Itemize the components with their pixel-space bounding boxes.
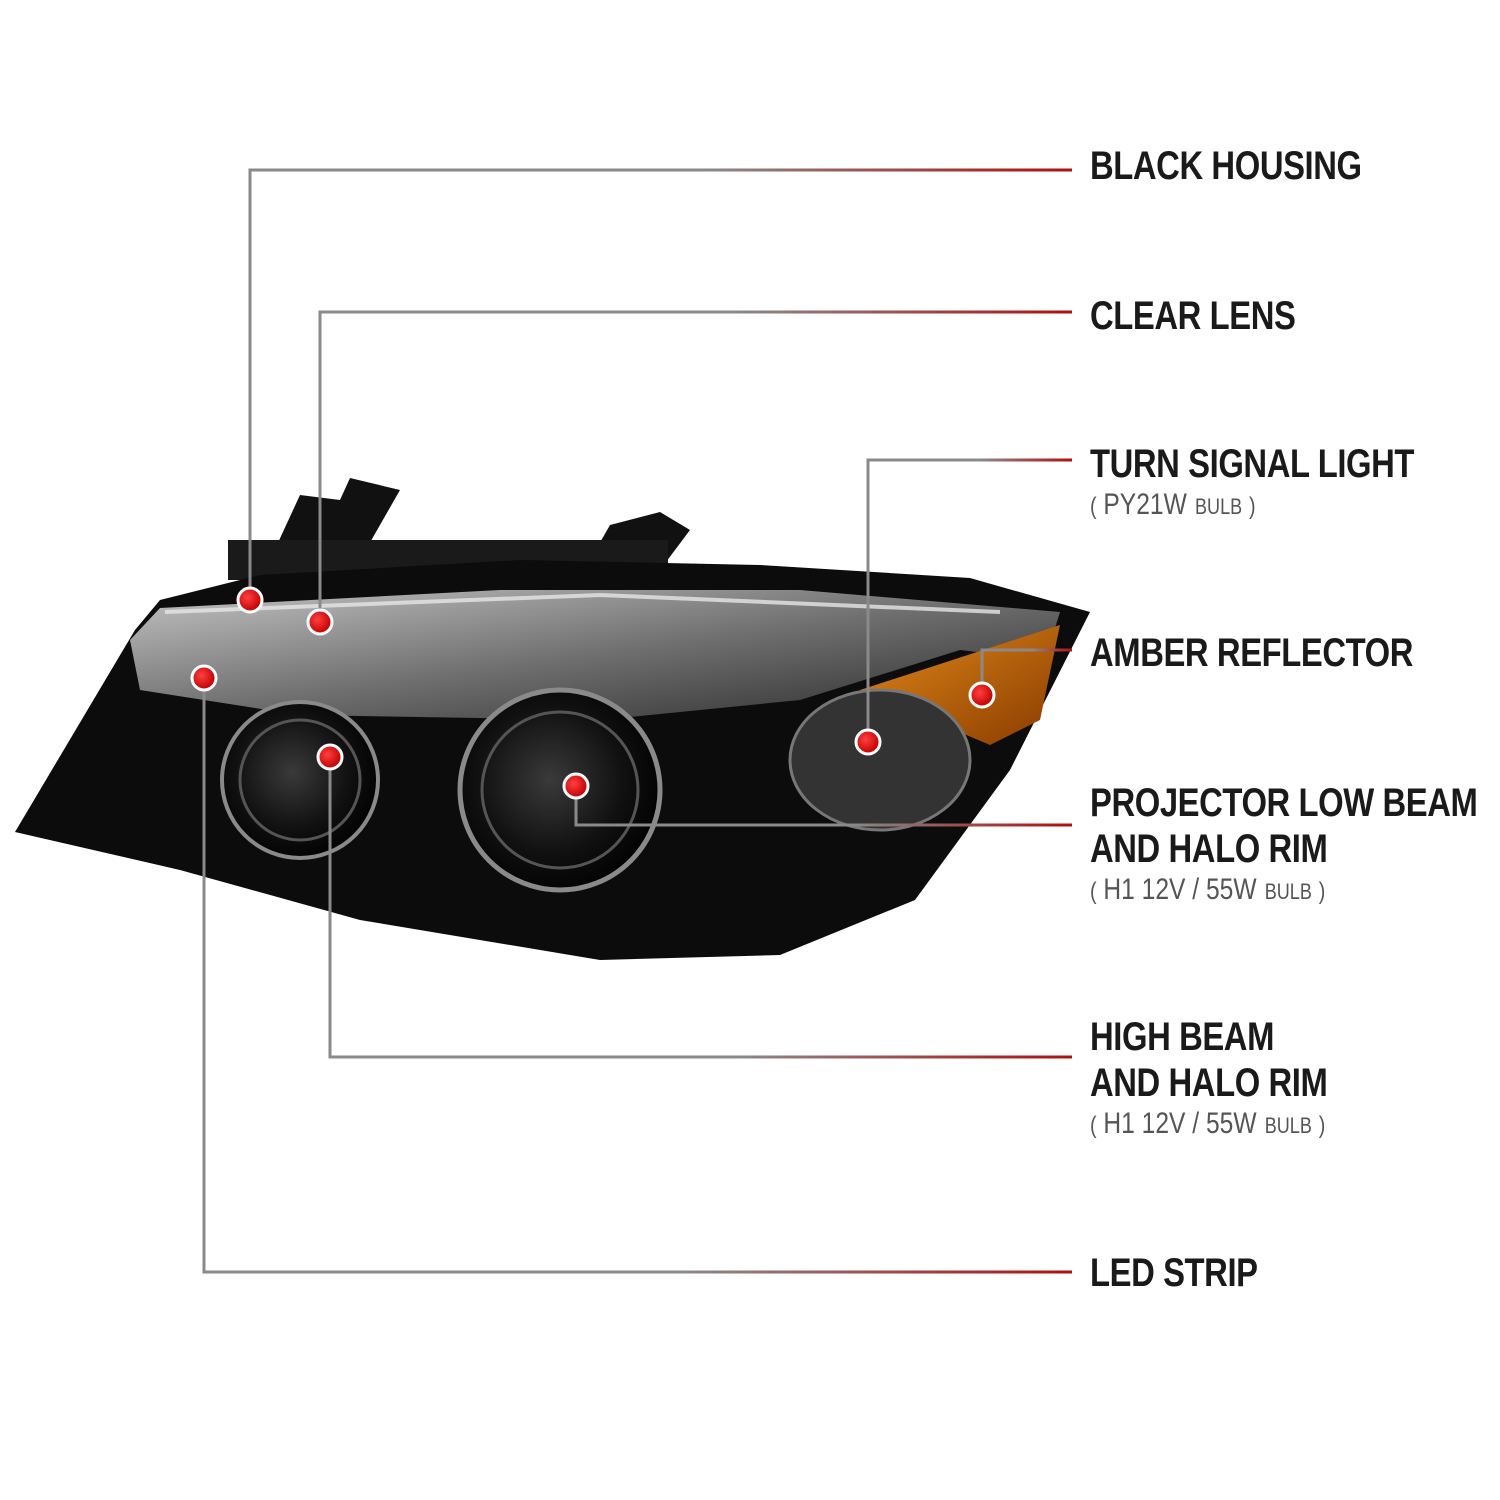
marker-dot-amber-reflector	[968, 681, 996, 709]
callout-title: CLEAR LENS	[1090, 294, 1296, 338]
callout-clear-lens: CLEAR LENS	[1090, 293, 1296, 339]
callout-title-line-1: HIGH BEAM	[1090, 1015, 1275, 1059]
leader-line-amber-reflector	[980, 648, 1072, 695]
callout-title: LED STRIP	[1090, 1251, 1258, 1295]
callout-title: BLACK HOUSING	[1090, 144, 1362, 188]
callout-title: AMBER REFLECTOR	[1090, 631, 1414, 675]
clear-lens-strip	[130, 590, 1060, 720]
callout-led-strip: LED STRIP	[1090, 1250, 1258, 1296]
leader-line-black-housing	[248, 168, 1072, 600]
bulb-spec-value: H1 12V / 55W	[1103, 873, 1257, 906]
marker-dot-high-beam	[316, 743, 344, 771]
bulb-spec-unit: BULB	[1264, 879, 1312, 904]
callout-title-line-2: AND HALO RIM	[1090, 827, 1328, 871]
callout-projector-low-beam: PROJECTOR LOW BEAM AND HALO RIM ( H1 12V…	[1090, 780, 1478, 910]
marker-dot-led-strip	[190, 664, 218, 692]
high-beam-projector	[220, 700, 380, 860]
bulb-spec-unit: BULB	[1195, 494, 1243, 519]
marker-dot-turn-signal	[854, 728, 882, 756]
leader-line-turn-signal	[866, 458, 1072, 742]
callout-title-line-2: AND HALO RIM	[1090, 1061, 1328, 1105]
amber-reflector-shape	[860, 625, 1060, 745]
marker-dots	[190, 586, 996, 800]
marker-dot-clear-lens	[306, 608, 334, 636]
callout-amber-reflector: AMBER REFLECTOR	[1090, 630, 1413, 676]
leader-line-high-beam	[328, 757, 1072, 1059]
marker-dot-black-housing	[236, 586, 264, 614]
marker-dot-projector-low-beam	[562, 772, 590, 800]
callout-title: TURN SIGNAL LIGHT	[1090, 442, 1415, 486]
low-beam-halo	[480, 710, 640, 870]
low-beam-projector	[457, 687, 663, 893]
callout-black-housing: BLACK HOUSING	[1090, 143, 1362, 189]
turn-signal-reflector	[788, 688, 972, 832]
bulb-spec-value: PY21W	[1103, 488, 1187, 521]
leader-line-led-strip	[202, 678, 1072, 1274]
bulb-spec-unit: BULB	[1264, 1113, 1312, 1138]
high-beam-halo	[238, 718, 362, 842]
callout-title-line-1: PROJECTOR LOW BEAM	[1090, 781, 1478, 825]
bulb-spec-value: H1 12V / 55W	[1103, 1107, 1257, 1140]
leader-line-clear-lens	[318, 310, 1072, 622]
mounting-bracket-left	[270, 478, 400, 560]
